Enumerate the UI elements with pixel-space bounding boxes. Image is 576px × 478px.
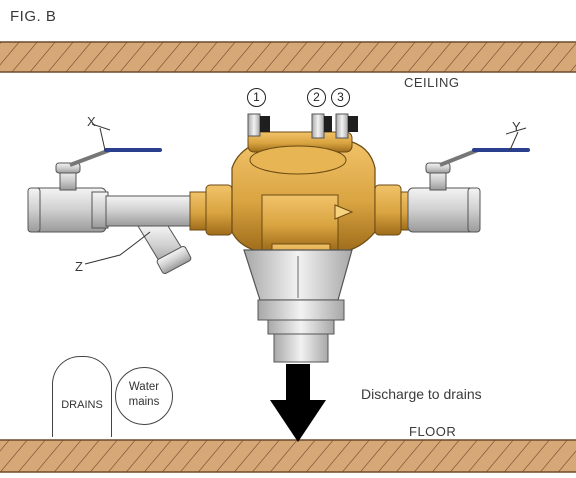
floor-label: FLOOR: [409, 424, 457, 439]
test-port-2: [311, 113, 332, 139]
water-mains-label-line1: Water: [128, 381, 160, 393]
valve-x-label: X: [87, 114, 96, 129]
drains-label: DRAINS: [61, 399, 103, 411]
test-port-1: [247, 113, 270, 137]
figure-title: FIG. B: [10, 8, 57, 25]
discharge-label: Discharge to drains: [361, 386, 482, 402]
test-port-1-label: 1: [247, 88, 266, 107]
backflow-preventer-body: [231, 131, 376, 253]
test-port-3: [335, 113, 358, 139]
water-mains-label-line2: mains: [128, 396, 160, 408]
ceiling-label: CEILING: [404, 75, 460, 90]
ball-valve-x: [27, 123, 162, 233]
ceiling-band: [0, 41, 576, 73]
strainer-z: [84, 195, 192, 275]
ball-valve-y: [407, 127, 530, 233]
test-port-2-label: 2: [307, 88, 326, 107]
floor-band: [0, 439, 576, 473]
valve-y-label: Y: [512, 119, 521, 134]
relief-valve-funnel: [243, 243, 353, 363]
strainer-z-label: Z: [75, 259, 83, 274]
drains-symbol: DRAINS: [52, 356, 112, 437]
discharge-arrow: [270, 364, 326, 442]
test-port-3-label: 3: [331, 88, 350, 107]
water-mains-symbol: Water mains: [115, 367, 173, 425]
